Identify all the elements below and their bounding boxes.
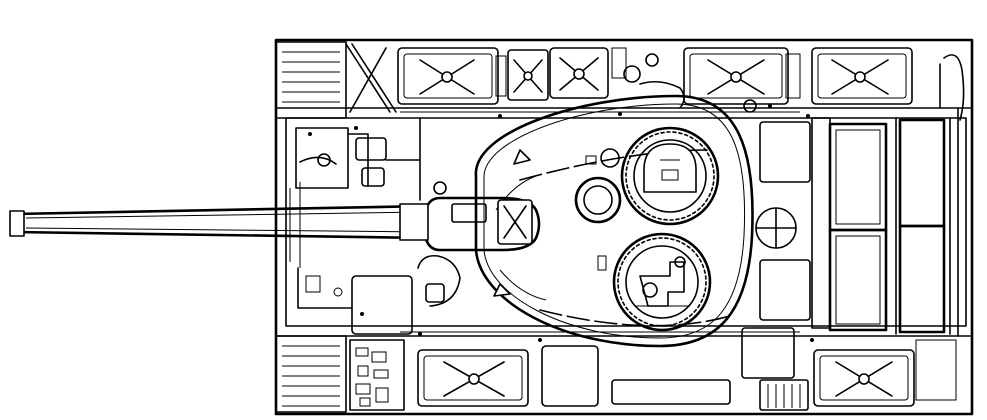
gun-mantlet: [424, 198, 539, 250]
stowage-box-3: [550, 48, 608, 98]
commander-cupola: [601, 128, 718, 224]
stowage-box-1: [398, 48, 498, 104]
hull-fittings: [308, 104, 814, 342]
fender-fittings-left: [496, 48, 800, 112]
stowage-box-5: [812, 48, 912, 104]
stowage-box-7: [814, 350, 914, 406]
front-fender-left: [276, 42, 396, 118]
engine-deck: [756, 55, 964, 336]
periscope-port: [576, 178, 620, 222]
gunner-hatch: [614, 234, 710, 330]
stowage-box-4: [684, 48, 788, 104]
stowage-box-2: [508, 50, 548, 100]
driver-area: [296, 118, 460, 334]
front-fender-right: [276, 336, 404, 412]
fender-fittings-right: [542, 328, 956, 410]
main-gun-barrel: [10, 204, 428, 240]
stowage-box-6: [418, 350, 528, 406]
